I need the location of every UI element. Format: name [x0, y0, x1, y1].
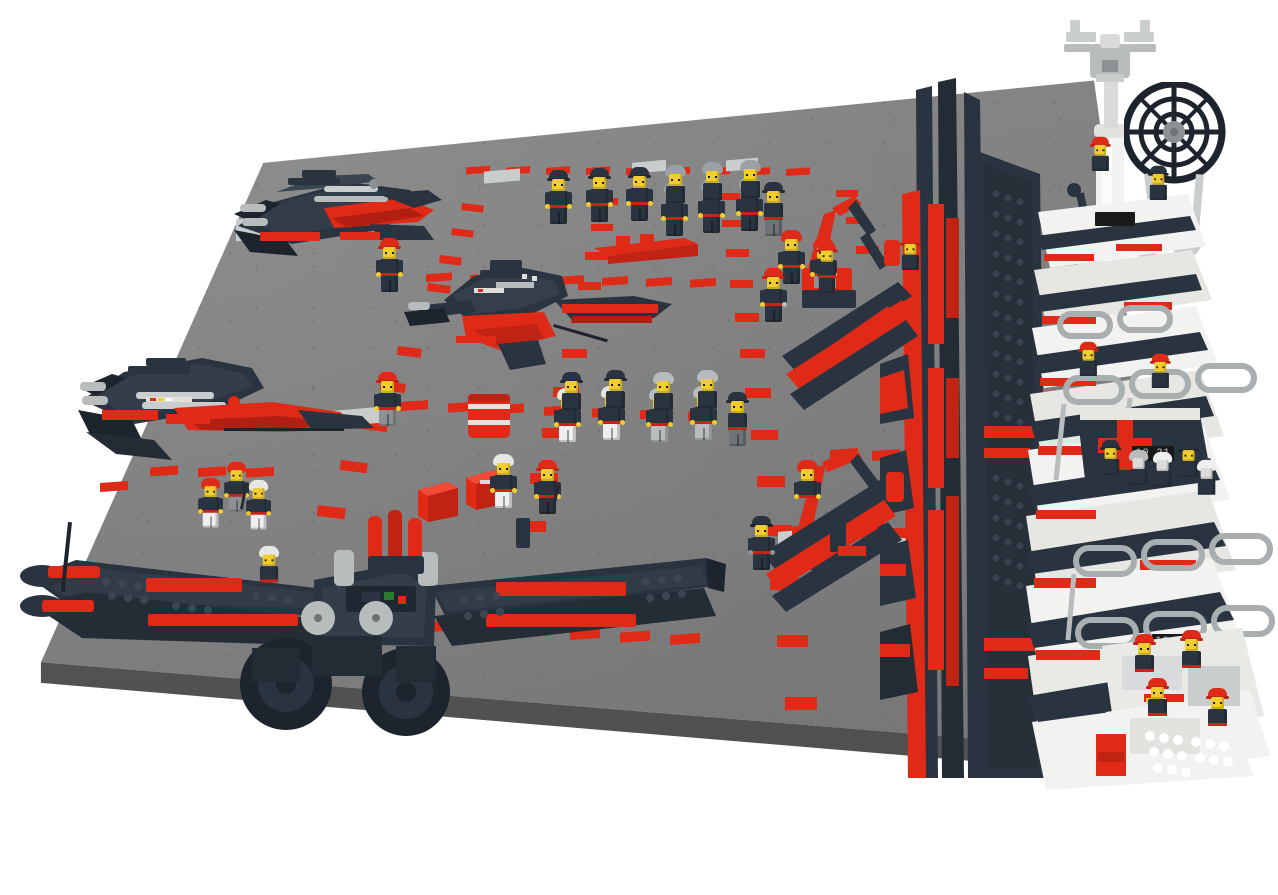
panel-medbay-text: 10 21 [1135, 448, 1171, 459]
vehicle-jet-top-left[interactable] [228, 148, 443, 278]
prop-bench-red[interactable] [592, 230, 700, 264]
prop-base-plate-red[interactable] [838, 546, 866, 556]
prop-barrel-small-2[interactable] [884, 240, 900, 266]
prop-antenna-post[interactable] [830, 518, 846, 552]
prop-crate-red-1[interactable] [414, 476, 462, 522]
prop-barrel-small[interactable] [886, 472, 904, 502]
structure-command-wall[interactable] [880, 78, 1070, 778]
prop-post[interactable] [516, 518, 530, 548]
panel-upper-readout[interactable] [1095, 212, 1135, 226]
vehicle-jet-center[interactable] [404, 252, 674, 372]
structure-ramps-upper [782, 282, 918, 410]
vehicle-jet-mid-left[interactable] [76, 348, 376, 478]
prop-barrel-stack[interactable] [462, 386, 516, 442]
vehicle-bomber-front[interactable] [16, 496, 726, 746]
